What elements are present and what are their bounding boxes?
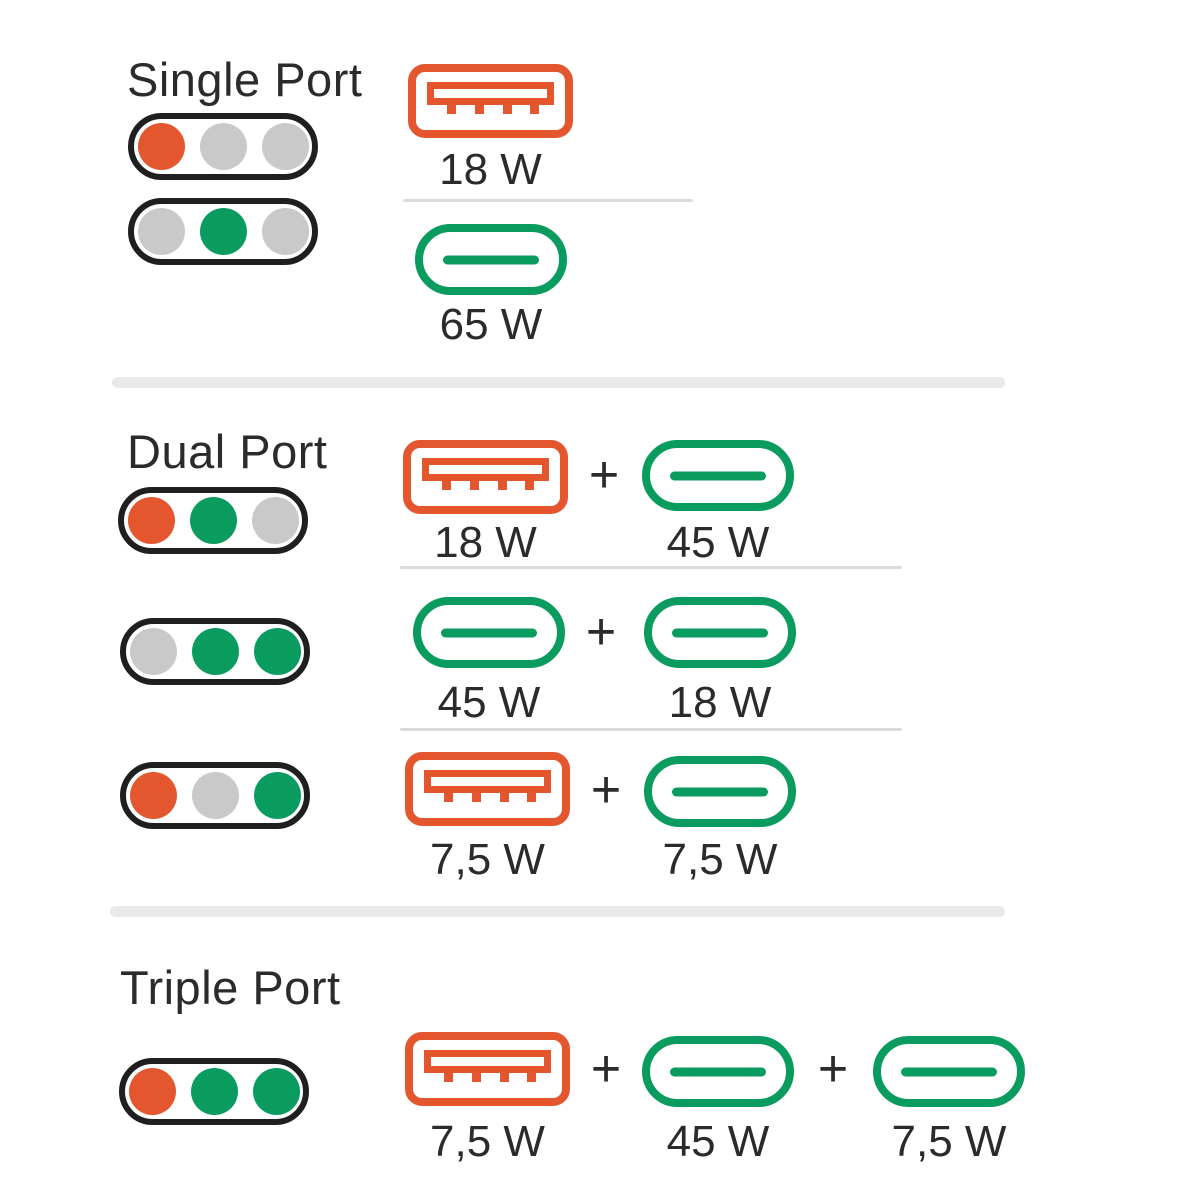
usb-c-bar: [901, 1067, 997, 1076]
usb-c-icon: [642, 1036, 794, 1107]
row-divider: [403, 199, 693, 202]
indicator-dot: [129, 628, 177, 675]
indicator-dot: [253, 772, 301, 819]
usb-a-pin: [500, 793, 509, 802]
watt-label: 18 W: [439, 145, 542, 194]
usb-a-slot: [422, 458, 549, 481]
watt-label: 7,5 W: [430, 1117, 545, 1166]
indicator-dot: [137, 123, 185, 170]
section-title-single-port: Single Port: [127, 53, 363, 106]
watt-label: 18 W: [434, 518, 537, 567]
indicator-dot: [190, 1068, 238, 1115]
watt-label: 18 W: [668, 678, 772, 727]
watt-label: 45 W: [666, 518, 770, 567]
section-divider: [110, 906, 1005, 917]
indicator-dot: [128, 1068, 176, 1115]
usb-a-icon: [405, 752, 570, 826]
usb-a-icon: [403, 440, 568, 514]
usb-c-icon: [644, 756, 796, 827]
plus-sign: +: [585, 603, 617, 661]
usb-c-bar: [672, 787, 768, 796]
indicator-dot: [199, 123, 247, 170]
usb-a-pin: [498, 481, 507, 490]
indicator-dot: [261, 208, 309, 255]
usb-c-icon: [642, 440, 794, 511]
watt-label: 7,5 W: [430, 835, 545, 884]
indicator-pill-dual-row2: [120, 618, 310, 685]
usb-a-pin: [527, 793, 536, 802]
usb-c-bar: [441, 628, 537, 637]
usb-c-icon: [644, 597, 796, 668]
indicator-dot: [199, 208, 247, 255]
usb-c-icon: [413, 597, 565, 668]
usb-c-icon: [415, 224, 567, 295]
plus-sign: +: [590, 761, 622, 819]
indicator-dot: [137, 208, 185, 255]
indicator-dot: [191, 628, 239, 675]
indicator-dot: [191, 772, 239, 819]
usb-c-bar: [670, 1067, 766, 1076]
indicator-pill-triple-row1: [119, 1058, 309, 1125]
usb-a-pin: [472, 793, 481, 802]
indicator-dot: [253, 628, 301, 675]
indicator-dot: [252, 1068, 300, 1115]
indicator-dot: [129, 772, 177, 819]
usb-a-pin: [444, 1073, 453, 1082]
usb-a-pin: [447, 105, 456, 114]
usb-c-bar: [670, 471, 766, 480]
indicator-dot: [127, 497, 175, 544]
indicator-pill-single-row1: [128, 113, 318, 180]
usb-a-pin: [475, 105, 484, 114]
usb-a-pin: [444, 793, 453, 802]
indicator-dot: [261, 123, 309, 170]
section-divider: [112, 377, 1005, 388]
usb-a-pin: [470, 481, 479, 490]
indicator-pill-dual-row1: [118, 487, 308, 554]
usb-a-pin: [527, 1073, 536, 1082]
row-divider: [400, 728, 902, 731]
watt-label: 65 W: [439, 300, 543, 349]
section-title-triple-port: Triple Port: [120, 961, 341, 1014]
plus-sign: +: [817, 1040, 849, 1098]
usb-a-icon: [405, 1032, 570, 1106]
usb-c-icon: [873, 1036, 1025, 1107]
usb-a-pin: [525, 481, 534, 490]
section-title-dual-port: Dual Port: [127, 425, 328, 478]
row-divider: [400, 566, 902, 569]
indicator-pill-dual-row3: [120, 762, 310, 829]
usb-c-bar: [443, 255, 539, 264]
indicator-dot: [189, 497, 237, 544]
usb-a-pin: [442, 481, 451, 490]
usb-a-slot: [424, 1050, 551, 1073]
watt-label: 7,5 W: [891, 1117, 1007, 1166]
usb-a-pin: [503, 105, 512, 114]
usb-a-icon: [408, 64, 573, 138]
usb-a-pin: [500, 1073, 509, 1082]
indicator-dot: [251, 497, 299, 544]
usb-a-pin: [472, 1073, 481, 1082]
plus-sign: +: [590, 1040, 622, 1098]
usb-a-slot: [424, 770, 551, 793]
usb-a-slot: [427, 82, 554, 105]
watt-label: 45 W: [666, 1117, 770, 1166]
plus-sign: +: [588, 446, 620, 504]
usb-c-bar: [672, 628, 768, 637]
indicator-pill-single-row2: [128, 198, 318, 265]
watt-label: 7,5 W: [662, 835, 778, 884]
usb-a-pin: [530, 105, 539, 114]
watt-label: 45 W: [437, 678, 541, 727]
